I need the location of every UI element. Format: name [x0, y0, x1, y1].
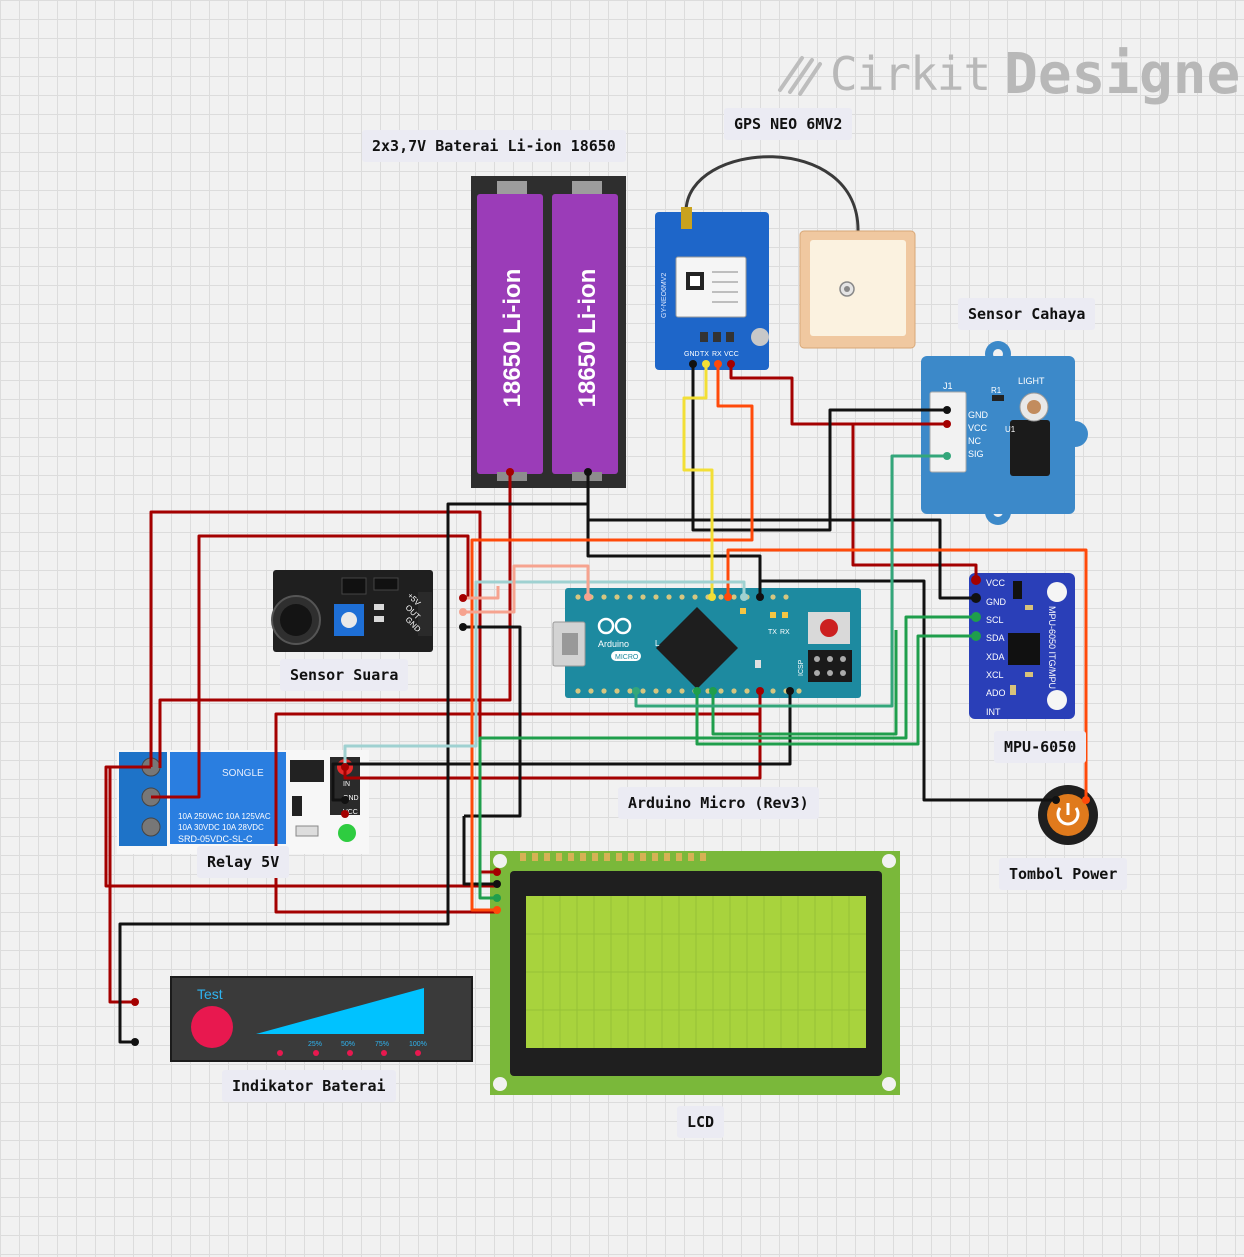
wire-battery-plus: [158, 472, 512, 768]
wire-relay-vcc-loop: [149, 510, 497, 874]
mpu6050-module[interactable]: MPU-6050 ITG/MPU VCC GND SCL SDA XDA XCL…: [969, 573, 1075, 719]
label-sound-sensor: Sensor Suara: [280, 659, 409, 691]
mpu-pin-xcl: XCL: [986, 670, 1004, 680]
label-gps: GPS NEO 6MV2: [724, 108, 853, 140]
light-pin-gnd: GND: [968, 410, 989, 420]
light-pin-nc: NC: [968, 436, 981, 446]
relay-spec-line-1: 10A 250VAC 10A 125VAC: [178, 812, 271, 821]
wires: [104, 364, 1088, 1044]
relay-pin-gnd: GND: [343, 795, 359, 802]
label-battery: 2x3,7V Baterai Li-ion 18650: [362, 130, 626, 162]
indicator-level-25: 25%: [308, 1041, 322, 1048]
wire-mpu-sda: [695, 634, 976, 746]
mpu-pin-gnd: GND: [986, 597, 1007, 607]
lcd-top-pins: [520, 853, 706, 861]
gps-model-text: GY-NEO6MV2: [661, 273, 668, 318]
mpu-pin-sda: SDA: [986, 633, 1005, 643]
wire-gps-gnd: [691, 364, 947, 532]
brand-name: Cirkit: [830, 47, 991, 101]
gps-module[interactable]: GY-NEO6MV2 GND TX RX VCC: [655, 207, 769, 370]
indicator-level-50: 50%: [341, 1041, 355, 1048]
wire-button-signal: [726, 548, 1088, 800]
label-battery-indicator: Indikator Baterai: [222, 1070, 396, 1102]
cirkit-logo-icon: [778, 56, 822, 96]
relay-module[interactable]: SONGLE 10A 250VAC 10A 125VAC 10A 30VDC 1…: [117, 750, 369, 854]
gps-antenna-cable: [684, 155, 860, 233]
label-power-button: Tombol Power: [999, 858, 1128, 890]
wire-light-vcc: [851, 422, 978, 580]
label-mpu: MPU-6050: [994, 731, 1087, 763]
light-j1-text: J1: [943, 381, 953, 391]
lcd-char-grid: [526, 896, 866, 1048]
gps-pin-gnd: GND: [684, 351, 700, 358]
gps-pin-rx: RX: [712, 351, 722, 358]
cirkit-designer-logo: Cirkit Designer: [776, 41, 1244, 107]
arduino-micro-board[interactable]: Arduino MICRO L TX RX ICSP: [552, 588, 861, 698]
arduino-model-text: MICRO: [615, 654, 639, 661]
brand-suffix: Designer: [1004, 41, 1244, 107]
sound-sensor-module[interactable]: +5V OUT GND: [271, 570, 433, 652]
battery-cell-2-label: 18650 Li-ion: [574, 269, 601, 408]
battery-indicator-module[interactable]: Test 25% 50% 75% 100%: [170, 976, 473, 1062]
wire-indicator-plus: [108, 765, 151, 1004]
power-button[interactable]: [1038, 785, 1098, 845]
arduino-tx-text: TX: [768, 629, 777, 636]
battery-cell-1-label: 18650 Li-ion: [499, 269, 526, 408]
relay-pin-vcc: VCC: [343, 809, 358, 816]
wire-light-sig: [634, 454, 947, 708]
wire-gps-rx: [470, 364, 754, 912]
gps-pin-vcc: VCC: [724, 351, 739, 358]
mpu-pin-scl: SCL: [986, 615, 1004, 625]
pin-endpoints: [131, 360, 1090, 1046]
light-r1-text: R1: [991, 386, 1002, 395]
mpu-pin-ado: ADO: [986, 688, 1006, 698]
wire-relay-gnd: [331, 691, 792, 802]
light-pin-vcc: VCC: [968, 423, 988, 433]
arduino-led-text: L: [655, 639, 660, 648]
wire-gnd-bus-2: [586, 520, 762, 597]
arduino-icsp-text: ICSP: [798, 659, 805, 676]
label-relay: Relay 5V: [197, 846, 290, 878]
battery-holder[interactable]: 18650 Li-ion 18650 Li-ion: [471, 176, 626, 488]
lcd-display[interactable]: [490, 851, 900, 1095]
wire-sound-out: [463, 564, 590, 614]
mpu-pin-xda: XDA: [986, 652, 1005, 662]
wire-sound-gnd: [463, 625, 522, 818]
wire-mpu-sda-2: [711, 630, 898, 736]
light-pin-sig: SIG: [968, 449, 984, 459]
indicator-test-text: Test: [197, 986, 223, 1002]
wire-lcd-gnd: [462, 816, 497, 886]
gps-pin-tx: TX: [700, 351, 709, 358]
relay-spec-line-3: SRD-05VDC-SL-C: [178, 834, 253, 844]
mpu-pin-vcc: VCC: [986, 578, 1006, 588]
arduino-brand-text: Arduino: [598, 639, 629, 649]
gps-patch-antenna[interactable]: [799, 230, 916, 349]
relay-spec-line-2: 10A 30VDC 10A 28VDC: [178, 823, 264, 832]
wire-relay-top-loop: [151, 534, 470, 799]
label-lcd: LCD: [677, 1106, 725, 1138]
arduino-rx-text: RX: [780, 629, 790, 636]
wire-gnd-bus-1: [586, 504, 976, 600]
wire-gps-tx: [682, 364, 714, 597]
wire-relay-in-signal: [343, 580, 746, 767]
wire-mpu-scl: [478, 615, 976, 900]
wire-button-gnd: [760, 579, 1056, 802]
light-title-text: LIGHT: [1018, 376, 1045, 386]
relay-brand-text: SONGLE: [222, 768, 264, 779]
mpu-pin-int: INT: [986, 707, 1001, 717]
mpu-side-text: MPU-6050 ITG/MPU: [1047, 606, 1057, 689]
indicator-level-75: 75%: [375, 1041, 389, 1048]
label-arduino: Arduino Micro (Rev3): [618, 787, 819, 819]
label-light-sensor: Sensor Cahaya: [958, 298, 1096, 330]
light-sensor-module[interactable]: J1 R1 U1 LIGHT GND VCC NC SIG: [921, 341, 1088, 525]
indicator-level-100: 100%: [409, 1041, 427, 1048]
wire-sound-vcc: [463, 586, 500, 600]
relay-pin-in: IN: [343, 781, 350, 788]
wire-gps-vcc: [729, 364, 947, 426]
light-u1-text: U1: [1005, 425, 1016, 434]
